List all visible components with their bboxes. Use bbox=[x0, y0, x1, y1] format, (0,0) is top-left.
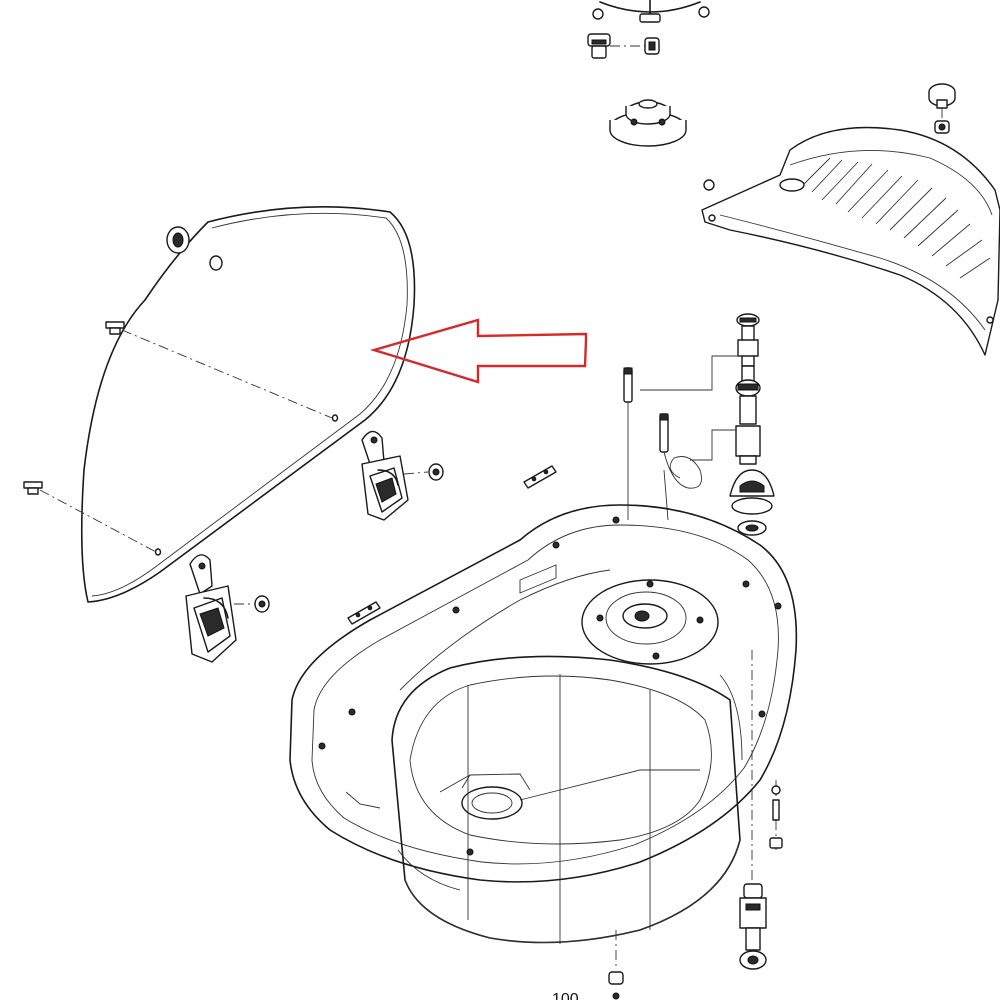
injector-nozzle bbox=[587, 33, 660, 59]
hinge-left bbox=[185, 554, 270, 663]
bottom-center-screw bbox=[608, 930, 624, 1000]
burner-ring-top bbox=[592, 0, 710, 23]
lid-grommet bbox=[166, 226, 190, 254]
highlight-arrow bbox=[369, 318, 588, 384]
pan-support-grate bbox=[701, 126, 1000, 356]
bracket-clip-upper bbox=[523, 465, 557, 489]
gas-valve-assembly bbox=[623, 313, 775, 536]
glass-lid[interactable] bbox=[80, 206, 416, 603]
hinge-right bbox=[361, 430, 444, 521]
grate-knob bbox=[928, 83, 956, 134]
burner-cap bbox=[609, 99, 687, 147]
lid-screw-upper bbox=[105, 321, 333, 419]
drain-valve-fitting bbox=[739, 650, 783, 970]
lid-screw-lower bbox=[23, 481, 157, 553]
bracket-clip-lower bbox=[347, 601, 381, 625]
part-number-label: 100 bbox=[552, 991, 579, 1000]
sink-basin bbox=[289, 504, 798, 944]
